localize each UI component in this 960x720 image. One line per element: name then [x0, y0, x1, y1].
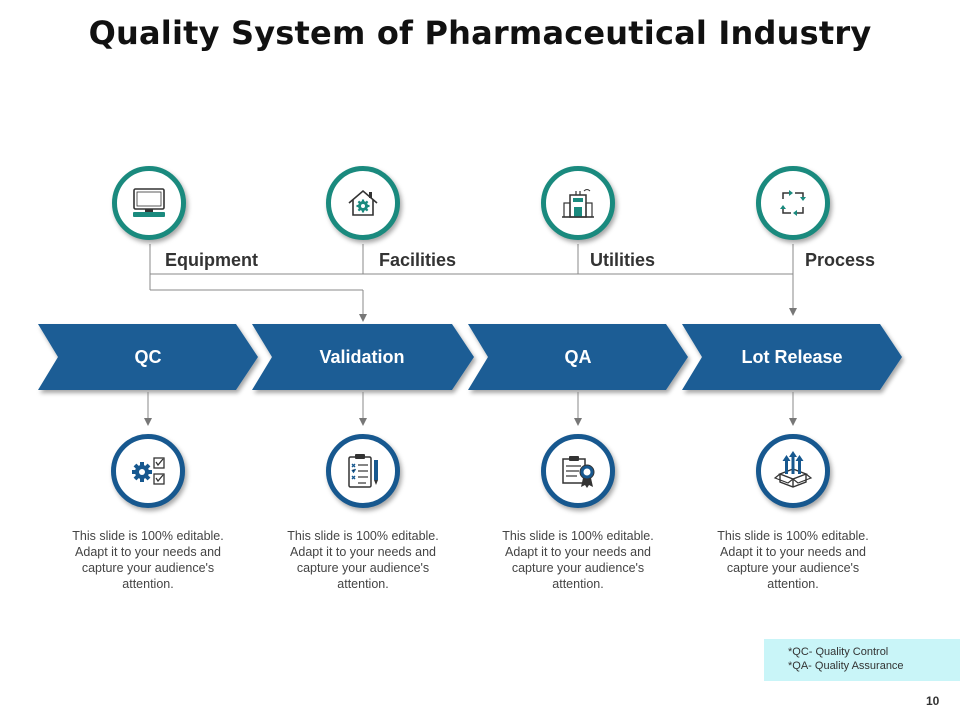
process-circle: [756, 166, 830, 240]
legend-line-qc: *QC- Quality Control: [788, 646, 889, 658]
abbreviation-legend: *QC- Quality Control *QA- Quality Assura…: [764, 639, 960, 681]
slide-title: Quality System of Pharmaceutical Industr…: [88, 14, 872, 52]
process-cycle-icon: [780, 190, 806, 216]
stage-arrow-lot-release: [682, 324, 902, 390]
facilities-circle: [326, 166, 400, 240]
description-lot-release: This slide is 100% editable. Adapt it to…: [717, 529, 869, 591]
stage-label-qc: QC: [134, 347, 162, 367]
utilities-circle: [541, 166, 615, 240]
certificate-icon: [562, 456, 595, 488]
stage-arrow-qa: [468, 324, 688, 390]
description-qa: This slide is 100% editable. Adapt it to…: [502, 529, 654, 591]
stage-arrow-validation: [252, 324, 474, 390]
box-arrows-icon: [773, 451, 813, 488]
qa-circle: [541, 434, 615, 508]
category-label-utilities: Utilities: [590, 250, 656, 270]
description-validation: This slide is 100% editable. Adapt it to…: [287, 529, 439, 591]
building-icon: [562, 189, 594, 218]
equipment-circle: [112, 166, 186, 240]
category-label-equipment: Equipment: [165, 250, 258, 270]
house-gear-icon: [348, 189, 378, 216]
clipboard-pencil-icon: [348, 454, 378, 488]
category-label-facilities: Facilities: [379, 250, 457, 270]
stage-label-validation: Validation: [319, 347, 405, 367]
description-qc: This slide is 100% editable. Adapt it to…: [72, 529, 224, 591]
stage-label-lot-release: Lot Release: [741, 347, 843, 367]
page-number: 10: [926, 694, 940, 708]
stage-arrow-qc: [38, 324, 258, 390]
category-label-process: Process: [805, 250, 876, 270]
stage-label-qa: QA: [564, 347, 592, 367]
validation-circle: [326, 434, 400, 508]
gear-checklist-icon: [132, 457, 165, 485]
lot-release-circle: [756, 434, 830, 508]
qc-circle: [111, 434, 185, 508]
legend-line-qa: *QA- Quality Assurance: [788, 660, 904, 672]
computer-icon: [133, 188, 165, 217]
